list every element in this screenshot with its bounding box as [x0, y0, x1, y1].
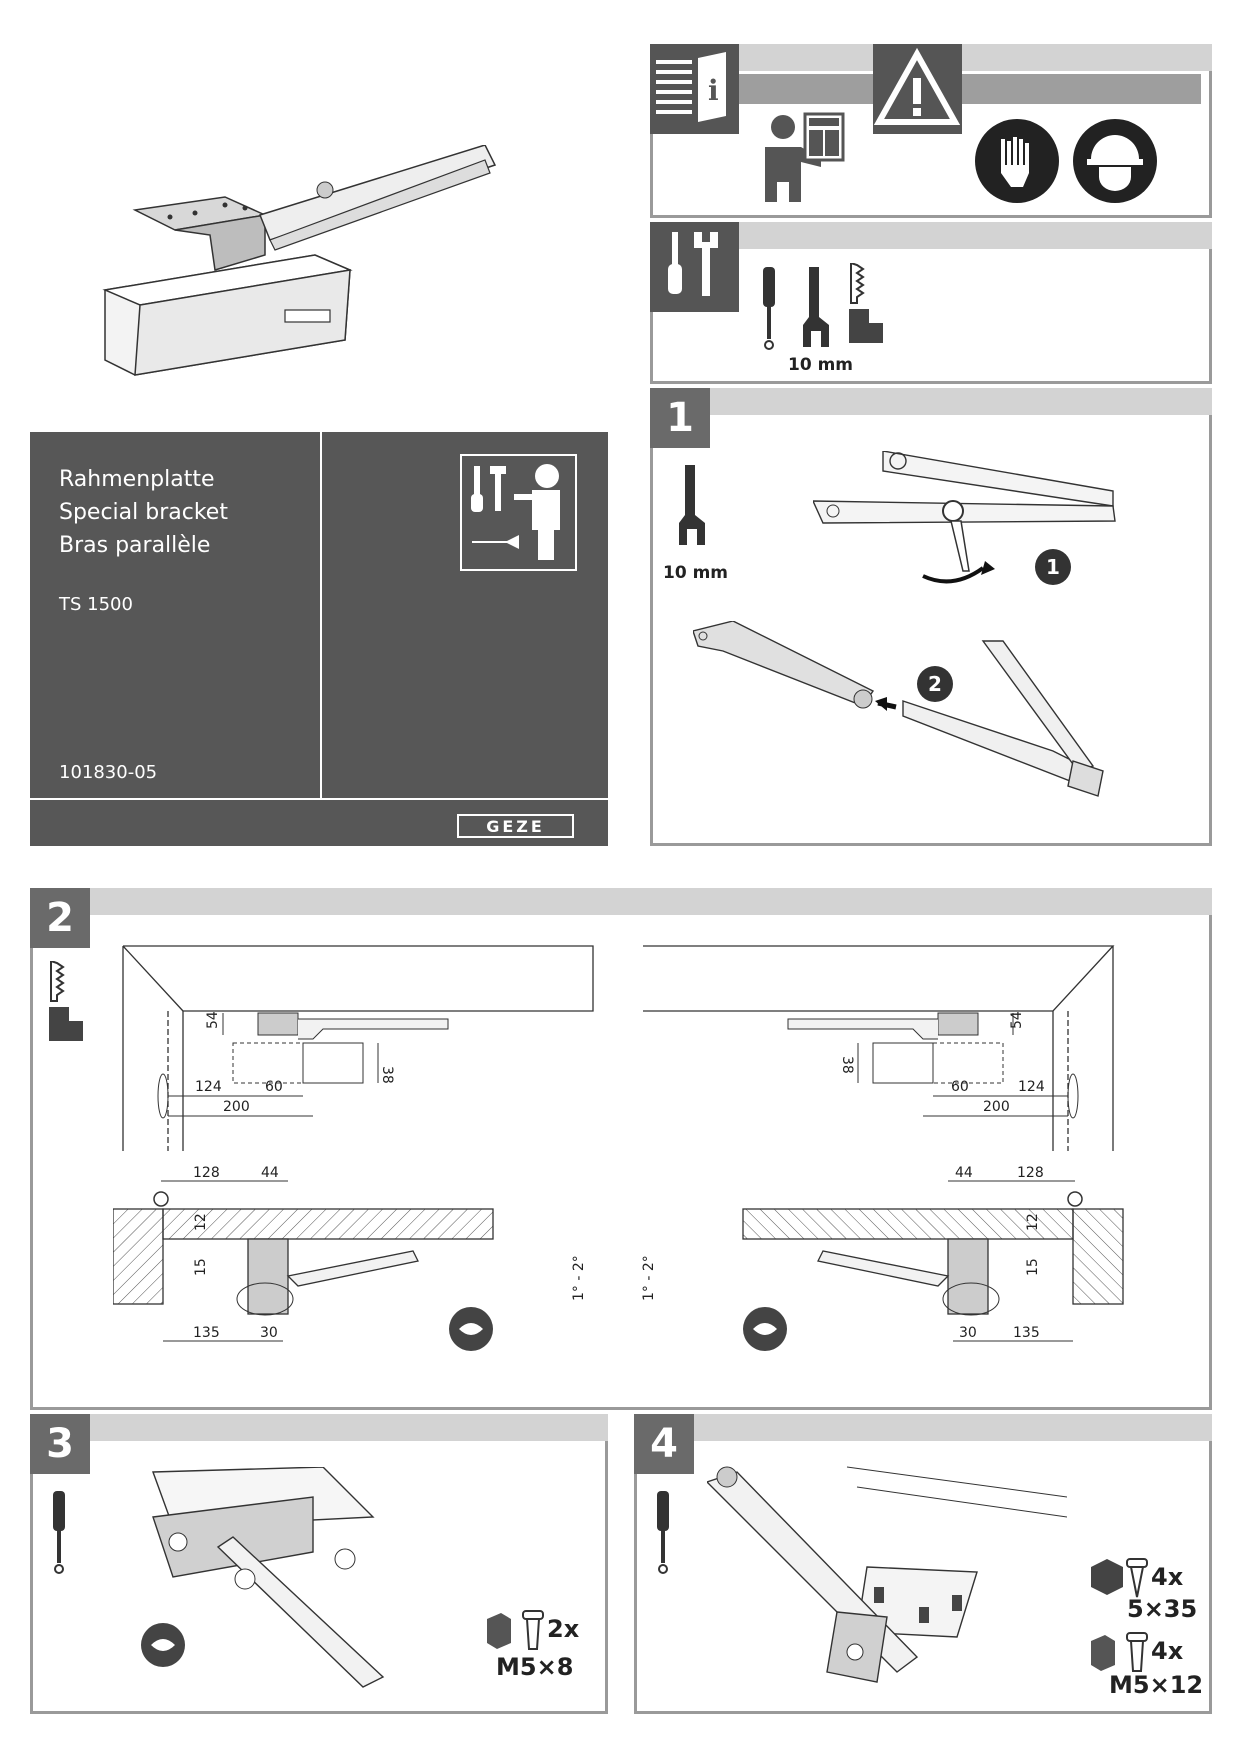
cover-divider [320, 432, 322, 798]
step-3-illustration [141, 1467, 385, 1688]
tools-panel: 10 mm [650, 222, 1212, 384]
dim-12-left: 12 [193, 1213, 209, 1231]
warning-icon [873, 44, 962, 134]
step-4-screwdriver-icon [657, 1491, 669, 1574]
step-1-wrench-size: 10 mm [663, 563, 729, 583]
dim-angle-left: 1° - 2° [571, 1255, 587, 1301]
dim-12-right: 12 [1025, 1213, 1041, 1231]
read-manual-icon [765, 112, 845, 202]
step-3-screw-size: M5×8 [496, 1653, 574, 1681]
step-2-panel: 2 54 38 124 60 200 [30, 888, 1212, 1410]
step-4-wood-screw-size: 5×35 [1127, 1595, 1198, 1623]
dim-15-right: 15 [1025, 1258, 1041, 1276]
cover-title-en: Special bracket [59, 500, 228, 525]
product-illustration [102, 145, 497, 376]
dim-38-left: 38 [379, 1066, 395, 1084]
dim-44-right: 44 [955, 1165, 973, 1181]
step-3-metal-screw-icon [487, 1610, 544, 1650]
dim-200-left: 200 [223, 1099, 250, 1115]
step-4-illustration [707, 1466, 1067, 1683]
installer-icon [460, 454, 577, 571]
tools-icon [650, 222, 739, 312]
step-3-qty: 2x [547, 1615, 580, 1643]
cover-model: TS 1500 [59, 594, 133, 615]
cover-title-de: Rahmenplatte [59, 467, 215, 492]
dim-angle-right: 1° - 2° [641, 1255, 657, 1301]
cover-doc-number: 101830-05 [59, 762, 158, 783]
step-4-wood-qty: 4x [1151, 1563, 1184, 1591]
step-4-wood-screw-icon [1091, 1558, 1148, 1598]
step-1-panel: 1 10 mm 1 2 [650, 388, 1212, 846]
step-1-arm-illustration [813, 451, 1116, 584]
dim-135-right: 135 [1013, 1325, 1040, 1341]
wrench-icon [803, 267, 829, 347]
tools-wrench-size: 10 mm [788, 355, 854, 375]
brand-logo: GEZE [457, 814, 574, 838]
cover-panel: Rahmenplatte Special bracket Bras parall… [30, 432, 608, 846]
cover-title-fr: Bras parallèle [59, 533, 211, 558]
dim-54-left: 54 [205, 1011, 221, 1029]
step-1-assembly-illustration [693, 621, 1104, 797]
dim-135-left: 135 [193, 1325, 220, 1341]
step-3-screwdriver-icon [53, 1491, 65, 1574]
step-4-panel: 4 4x 5×35 4x M5×12 [634, 1414, 1212, 1714]
step-1-wrench-icon [679, 465, 705, 545]
step-2-left-drawing: 54 38 124 60 200 128 44 12 15 135 [113, 945, 594, 1351]
step-4-number: 4 [634, 1414, 694, 1474]
manual-info-icon: i [650, 44, 739, 134]
dim-15-left: 15 [193, 1258, 209, 1276]
info-safety-panel: i [650, 44, 1212, 218]
svg-text:i: i [708, 74, 719, 107]
helmet-icon [1073, 119, 1157, 203]
drill-bit-icon [849, 263, 883, 343]
step-2-number: 2 [30, 888, 90, 948]
step-4-metal-screw-icon [1091, 1632, 1148, 1672]
step-3-number: 3 [30, 1414, 90, 1474]
dim-30-left: 30 [260, 1325, 278, 1341]
step-2-right-drawing: 54 38 60 124 200 44 128 12 15 30 [641, 945, 1124, 1351]
dim-200-right: 200 [983, 1099, 1010, 1115]
step-3-panel: 3 2x M5×8 [30, 1414, 608, 1714]
dim-60-left: 60 [265, 1079, 283, 1095]
step-1-callout-2: 2 [917, 666, 953, 702]
screwdriver-icon [763, 267, 775, 350]
step-1-number: 1 [650, 388, 710, 448]
dim-38-right: 38 [839, 1056, 855, 1074]
dim-128-right: 128 [1017, 1165, 1044, 1181]
step-1-callout-1: 1 [1035, 549, 1071, 585]
dim-30-right: 30 [959, 1325, 977, 1341]
step-4-metal-qty: 4x [1151, 1637, 1184, 1665]
step-2-drill-icon [49, 961, 83, 1041]
dim-124-right: 124 [1018, 1079, 1045, 1095]
dim-124-left: 124 [195, 1079, 222, 1095]
step-4-metal-screw-size: M5×12 [1109, 1671, 1204, 1699]
cover-divider-h [30, 798, 608, 800]
dim-60-right: 60 [951, 1079, 969, 1095]
dim-44-left: 44 [261, 1165, 279, 1181]
gloves-icon [975, 119, 1059, 203]
dim-128-left: 128 [193, 1165, 220, 1181]
dim-54-right: 54 [1009, 1011, 1025, 1029]
